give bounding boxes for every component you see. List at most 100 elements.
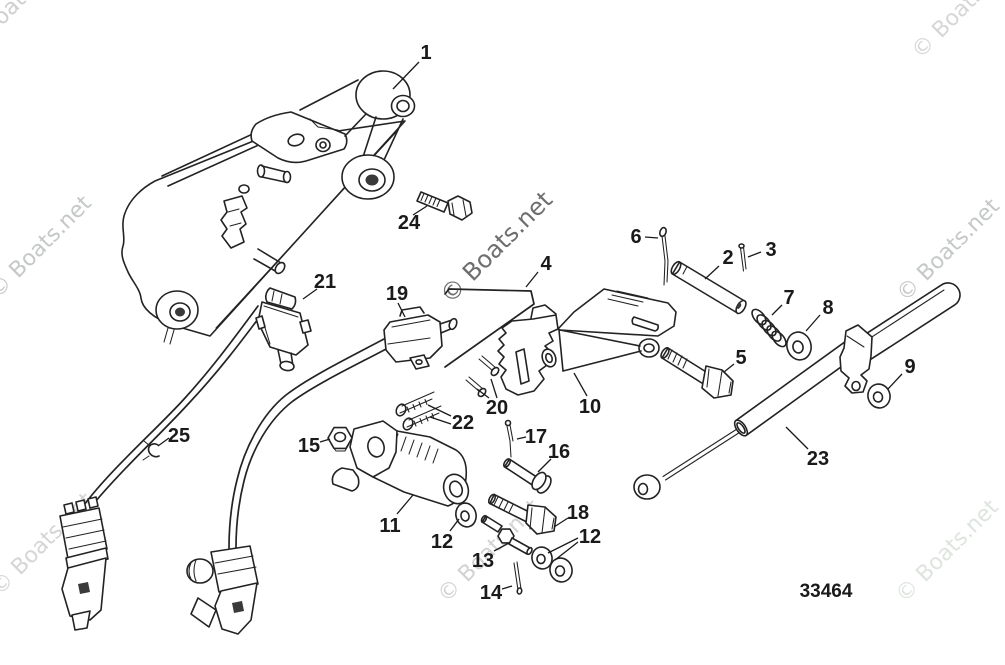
part-label-11: 11 xyxy=(379,494,414,537)
callout-number: 13 xyxy=(472,550,494,572)
leader-line xyxy=(397,302,406,318)
part-1-bracket-assembly xyxy=(121,70,416,345)
part-label-2: 2 xyxy=(704,247,734,280)
diagram-line-art xyxy=(59,70,961,635)
callout-number: 4 xyxy=(540,253,552,275)
leader-line xyxy=(747,251,762,258)
part-label-25: 25 xyxy=(157,425,190,447)
part-label-12: 12 xyxy=(431,518,460,553)
watermark-text: © Boats.net xyxy=(0,191,97,304)
leader-line xyxy=(547,537,579,554)
callout-number: 11 xyxy=(379,515,400,537)
part-15-nut xyxy=(327,426,353,452)
leader-line xyxy=(427,404,452,417)
leader-line xyxy=(537,458,552,473)
leader-line xyxy=(644,236,659,239)
part-21-sensor xyxy=(255,287,312,372)
part-2-pin xyxy=(670,260,747,315)
part-label-10: 10 xyxy=(573,372,601,418)
part-14-pin xyxy=(513,561,523,595)
part-label-22: 22 xyxy=(427,404,474,434)
part-12-washers-lower xyxy=(531,546,573,583)
part-label-6: 6 xyxy=(630,226,659,248)
harness-connector-right xyxy=(186,545,259,635)
callout-number: 18 xyxy=(567,502,589,524)
callout-number: 5 xyxy=(735,347,746,369)
callout-number: 24 xyxy=(398,212,421,234)
leader-line xyxy=(704,265,720,280)
callout-number: 20 xyxy=(486,397,508,419)
part-label-21: 21 xyxy=(302,271,336,300)
leader-line xyxy=(573,372,588,397)
part-label-20: 20 xyxy=(476,378,508,419)
leader-line xyxy=(516,436,527,440)
wire-harness xyxy=(78,305,389,549)
part-16-clevis-pin xyxy=(502,458,552,494)
part-5-bolt xyxy=(660,347,734,399)
callout-number: 3 xyxy=(765,239,776,261)
callout-number: 8 xyxy=(822,297,833,319)
leader-line xyxy=(493,542,510,552)
leader-line xyxy=(429,416,452,425)
part-label-24: 24 xyxy=(398,205,428,234)
leader-line xyxy=(449,518,460,532)
part-label-8: 8 xyxy=(805,297,834,332)
part-label-13: 13 xyxy=(472,542,510,572)
part-label-23: 23 xyxy=(785,426,829,470)
part-12-washer-upper xyxy=(455,502,477,528)
part-10-bracket xyxy=(497,288,677,396)
callout-number: 21 xyxy=(314,271,336,293)
part-17-cotter-pin xyxy=(504,419,514,458)
leader-line xyxy=(319,438,331,443)
watermark-text: © Boats.net xyxy=(907,0,1005,64)
part-18-bolt xyxy=(487,493,557,535)
callout-number: 15 xyxy=(298,435,320,457)
figure-number: 33464 xyxy=(800,581,853,602)
part-label-4: 4 xyxy=(525,253,552,288)
part-label-1: 1 xyxy=(392,42,432,90)
leader-line xyxy=(887,373,903,390)
part-label-3: 3 xyxy=(747,239,777,261)
part-4-spring-wire xyxy=(444,288,535,368)
leader-line xyxy=(157,437,170,447)
part-3-pin xyxy=(738,243,747,272)
leader-line xyxy=(723,363,735,373)
callout-number: 19 xyxy=(386,283,408,305)
part-label-9: 9 xyxy=(887,356,916,390)
callout-number: 2 xyxy=(722,247,733,269)
leader-line xyxy=(392,61,420,90)
callout-number: 12 xyxy=(431,531,453,553)
callout-number: 9 xyxy=(904,356,915,378)
part-label-15: 15 xyxy=(298,435,331,457)
part-label-18: 18 xyxy=(553,502,589,528)
part-6-cotter-pin xyxy=(659,226,669,286)
part-25-clip xyxy=(142,440,160,461)
watermark-text: © Boats.net xyxy=(0,0,70,62)
leader-line xyxy=(805,314,821,332)
part-13-stud xyxy=(480,514,533,556)
leader-line xyxy=(412,205,428,216)
part-9-washer xyxy=(867,383,891,409)
leader-line xyxy=(785,426,809,450)
leader-line xyxy=(490,378,498,399)
part-23-cable-assembly xyxy=(633,282,961,500)
leader-line xyxy=(396,494,414,515)
part-label-17: 17 xyxy=(516,426,547,448)
callout-number: 10 xyxy=(579,396,601,418)
watermark-text: © Boats.net xyxy=(891,495,1004,608)
callout-number: 12 xyxy=(579,526,601,548)
leader-line xyxy=(553,517,569,528)
part-label-7: 7 xyxy=(771,287,795,316)
part-8-washer xyxy=(786,331,812,361)
leader-line xyxy=(476,388,490,399)
part-19-switch xyxy=(383,306,458,370)
leader-line xyxy=(554,541,579,561)
part-label-12: 12 xyxy=(547,526,601,561)
leader-line xyxy=(302,288,318,300)
callout-number: 23 xyxy=(807,448,829,470)
part-11-actuator xyxy=(331,420,470,507)
callout-number: 17 xyxy=(525,426,547,448)
